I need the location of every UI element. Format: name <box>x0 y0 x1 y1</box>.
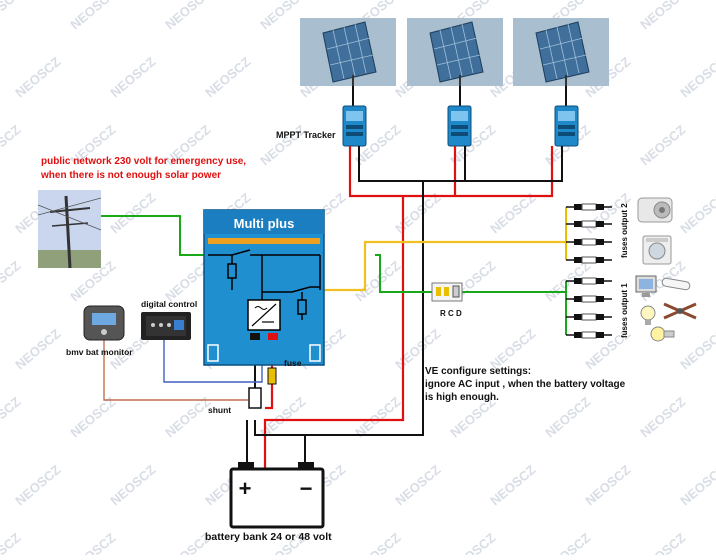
watermark-text: NEOSCZ <box>392 462 443 508</box>
panel-wires <box>352 86 567 106</box>
fuse-holder <box>566 203 612 211</box>
watermark-text: NEOSCZ <box>0 122 23 168</box>
ve-settings-line2: ignore AC input , when the battery volta… <box>425 379 626 390</box>
watermark-text: NEOSCZ <box>67 394 118 440</box>
watermark-text: NEOSCZ <box>677 54 716 100</box>
watermark-text: NEOSCZ <box>447 530 498 555</box>
wire-yellow <box>320 240 566 292</box>
wire-green <box>98 215 566 293</box>
multiplus-title: Multi plus <box>234 216 295 231</box>
watermark-text: NEOSCZ <box>12 54 63 100</box>
watermark-text: NEOSCZ <box>0 530 23 555</box>
wire-red <box>263 146 554 500</box>
light-bulb-icon <box>640 305 656 325</box>
solar-panel-1 <box>300 18 396 86</box>
watermark-text: NEOSCZ <box>352 258 403 304</box>
multiplus-inverter <box>203 209 325 366</box>
public-network-text-line2: when there is not enough solar power <box>40 170 221 181</box>
solar-panel-3 <box>513 18 609 86</box>
watermark-text: NEOSCZ <box>542 394 593 440</box>
fuse-label: fuse <box>284 358 302 368</box>
mppt-tracker-1 <box>342 105 367 147</box>
digital-control-panel <box>141 312 191 340</box>
watermark-text: NEOSCZ <box>202 54 253 100</box>
fuse-holder <box>566 238 612 246</box>
mppt-tracker-3 <box>554 105 579 147</box>
watermark-text: NEOSCZ <box>542 530 593 555</box>
power-pole-photo <box>37 190 102 269</box>
battery-bank-label: battery bank 24 or 48 volt <box>205 531 332 543</box>
battery-plus-sign: + <box>239 476 252 501</box>
watermark-text: NEOSCZ <box>352 530 403 555</box>
watermark-text: NEOSCZ <box>582 462 633 508</box>
watermark-text: NEOSCZ <box>67 0 118 32</box>
watermark-text: NEOSCZ <box>637 530 688 555</box>
watermark-text: NEOSCZ <box>0 0 23 32</box>
bmv-label: bmv bat monitor <box>66 347 133 357</box>
watermark-text: NEOSCZ <box>107 54 158 100</box>
rcd-component <box>431 282 463 302</box>
rcd-label: R C D <box>440 309 462 318</box>
watermark-text: NEOSCZ <box>487 462 538 508</box>
watermark-text: NEOSCZ <box>637 394 688 440</box>
shunt-component <box>248 387 262 409</box>
watermark-text: NEOSCZ <box>637 122 688 168</box>
fuse-groups <box>565 203 612 339</box>
watermark-text: NEOSCZ <box>107 462 158 508</box>
watermark-text: NEOSCZ <box>162 0 213 32</box>
battery-minus-sign: − <box>300 476 313 501</box>
watermark-text: NEOSCZ <box>107 190 158 236</box>
fuse-holder <box>566 331 612 339</box>
fuses-output-2-label: fuses output 2 <box>620 203 629 258</box>
fuse-holder <box>566 313 612 321</box>
wire-brown <box>103 340 248 401</box>
air-conditioner-icon <box>637 197 673 223</box>
washing-machine-icon <box>642 235 672 265</box>
watermark-text: NEOSCZ <box>352 394 403 440</box>
fuse-holder <box>566 256 612 264</box>
mppt-tracker-label: MPPT Tracker <box>276 130 336 140</box>
ceiling-fan-icon <box>663 302 697 320</box>
watermark-text: NEOSCZ <box>0 258 23 304</box>
watermark-text: NEOSCZ <box>0 394 23 440</box>
digital-control-label: digital control <box>141 299 197 309</box>
fuse-holder <box>566 277 612 285</box>
shunt-label: shunt <box>208 405 231 415</box>
watermark-text: NEOSCZ <box>677 190 716 236</box>
watermark-text: NEOSCZ <box>12 462 63 508</box>
bmv-battery-monitor <box>83 305 125 341</box>
battery-bank <box>229 462 325 529</box>
solar-panel-2 <box>407 18 503 86</box>
fuse-holder <box>566 220 612 228</box>
watermark-text: NEOSCZ <box>637 0 688 32</box>
fuse-holder <box>566 295 612 303</box>
fluorescent-lamp-icon <box>661 277 691 291</box>
lamp-icon <box>650 326 675 342</box>
computer-icon <box>635 275 657 297</box>
ve-settings-line1: VE configure settings: <box>425 366 531 377</box>
watermark-text: NEOSCZ <box>162 394 213 440</box>
watermark-text: NEOSCZ <box>67 530 118 555</box>
watermark-text: NEOSCZ <box>12 326 63 372</box>
public-network-text-line1: public network 230 volt for emergency us… <box>41 156 246 167</box>
watermark-text: NEOSCZ <box>677 326 716 372</box>
watermark-text: NEOSCZ <box>257 122 308 168</box>
watermark-text: NEOSCZ <box>677 462 716 508</box>
fuses-output-1-label: fuses output 1 <box>620 283 629 338</box>
ve-settings-line3: is high enough. <box>425 392 499 403</box>
fuse-component <box>267 367 277 385</box>
mppt-tracker-2 <box>447 105 472 147</box>
